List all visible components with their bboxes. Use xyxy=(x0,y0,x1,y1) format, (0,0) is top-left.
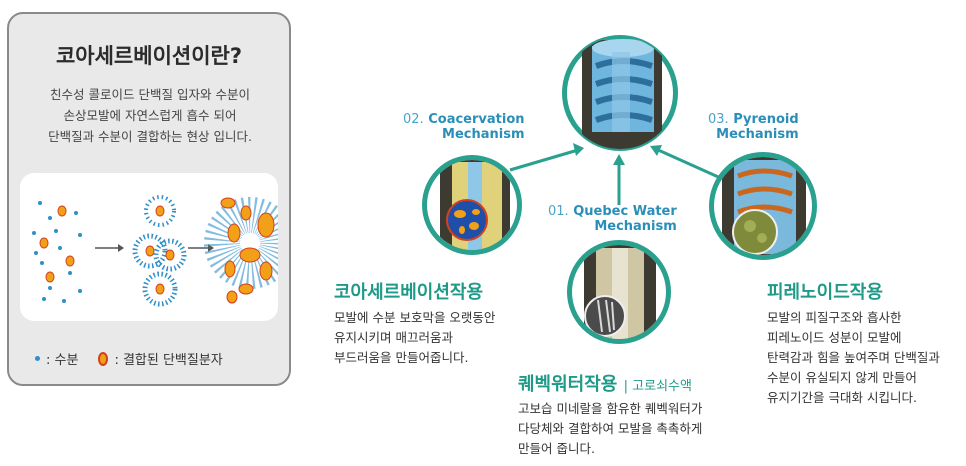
arrow-icon xyxy=(95,244,124,252)
arrow-icon xyxy=(650,145,726,182)
legend-protein-label: : 결합된 단백질분자 xyxy=(114,353,223,368)
coacervation-body: 모발에 수분 보호막을 오랫동안 유지시키며 매끄러움과 부드러움을 만들어줍니… xyxy=(334,308,495,368)
mechanism-suffix: Mechanism xyxy=(716,127,799,142)
coacervation-title: 코아세르베이션작용 xyxy=(334,282,484,303)
pyrenoid-mechanism-label: 03. Pyrenoid Mechanism xyxy=(708,112,799,142)
hair-cross-section-quebec xyxy=(567,240,671,344)
body-line: 피레노이드 성분이 모발에 xyxy=(767,330,902,345)
quebec-title: 퀘벡워터작용 | 고로쇠수액 xyxy=(518,370,692,396)
stage-2-gathering xyxy=(132,195,187,307)
hair-cross-section-coacervation xyxy=(422,155,522,255)
mechanism-number: 02. xyxy=(403,112,424,127)
body-line: 수분이 유실되지 않게 만들어 xyxy=(767,370,917,385)
body-line: 만들어 줍니다. xyxy=(518,441,595,456)
mechanism-name: Quebec Water xyxy=(573,204,677,219)
mechanism-name: Coacervation xyxy=(428,112,525,127)
quebec-subtitle: | 고로쇠수액 xyxy=(623,379,692,394)
quebec-body: 고보습 미네랄을 함유한 퀘벡워터가 다당체와 결합하여 모발을 촉촉하게 만들… xyxy=(518,399,702,459)
mechanism-number: 01. xyxy=(548,204,569,219)
legend: : 수분 : 결합된 단백질분자 xyxy=(35,349,223,368)
mechanism-number: 03. xyxy=(708,112,729,127)
stage-1-scattered xyxy=(32,201,82,303)
panel-description-line: 친수성 콜로이드 단백질 입자와 수분이 xyxy=(50,87,250,102)
body-line: 탄력감과 힘을 높여주며 단백질과 xyxy=(767,350,940,365)
body-line: 다당체와 결합하여 모발을 촉촉하게 xyxy=(518,421,703,436)
pyrenoid-body: 모발의 피질구조와 흡사한 피레노이드 성분이 모발에 탄력감과 힘을 높여주며… xyxy=(767,308,940,408)
mechanism-suffix: Mechanism xyxy=(442,127,525,142)
body-line: 유지시키며 매끄러움과 xyxy=(334,330,453,345)
mechanism-suffix: Mechanism xyxy=(594,219,677,234)
quebec-title-text: 퀘벡워터작용 xyxy=(518,374,618,395)
water-dot-icon xyxy=(35,356,40,361)
body-line: 부드러움을 만들어줍니다. xyxy=(334,350,469,365)
panel-description: 친수성 콜로이드 단백질 입자와 수분이 손상모발에 자연스럽게 흡수 되어 단… xyxy=(23,84,277,147)
panel-title: 코아세르베이션이란? xyxy=(55,44,243,68)
panel-description-line: 단백질과 수분이 결합하는 현상 입니다. xyxy=(48,129,252,144)
legend-water-label: : 수분 xyxy=(46,353,79,368)
quebec-mechanism-label: 01. Quebec Water Mechanism xyxy=(548,204,677,234)
arrow-icon xyxy=(509,143,584,172)
mechanism-name: Pyrenoid xyxy=(733,112,799,127)
pyrenoid-title: 피레노이드작용 xyxy=(767,282,883,303)
body-line: 고보습 미네랄을 함유한 퀘벡워터가 xyxy=(518,401,703,416)
hair-cross-section-top xyxy=(562,35,678,151)
panel-description-line: 손상모발에 자연스럽게 흡수 되어 xyxy=(63,108,237,123)
body-line: 모발의 피질구조와 흡사한 xyxy=(767,310,902,325)
body-line: 모발에 수분 보호막을 오랫동안 xyxy=(334,310,496,325)
body-line: 유지기간을 극대화 시킵니다. xyxy=(767,390,917,405)
coacervation-mechanism-label: 02. Coacervation Mechanism xyxy=(403,112,525,142)
hair-cross-section-pyrenoid xyxy=(709,152,817,260)
arrow-icon xyxy=(613,154,625,205)
protein-molecule-icon xyxy=(98,351,109,366)
coacervation-info-panel: 코아세르베이션이란? 친수성 콜로이드 단백질 입자와 수분이 손상모발에 자연… xyxy=(7,12,296,386)
